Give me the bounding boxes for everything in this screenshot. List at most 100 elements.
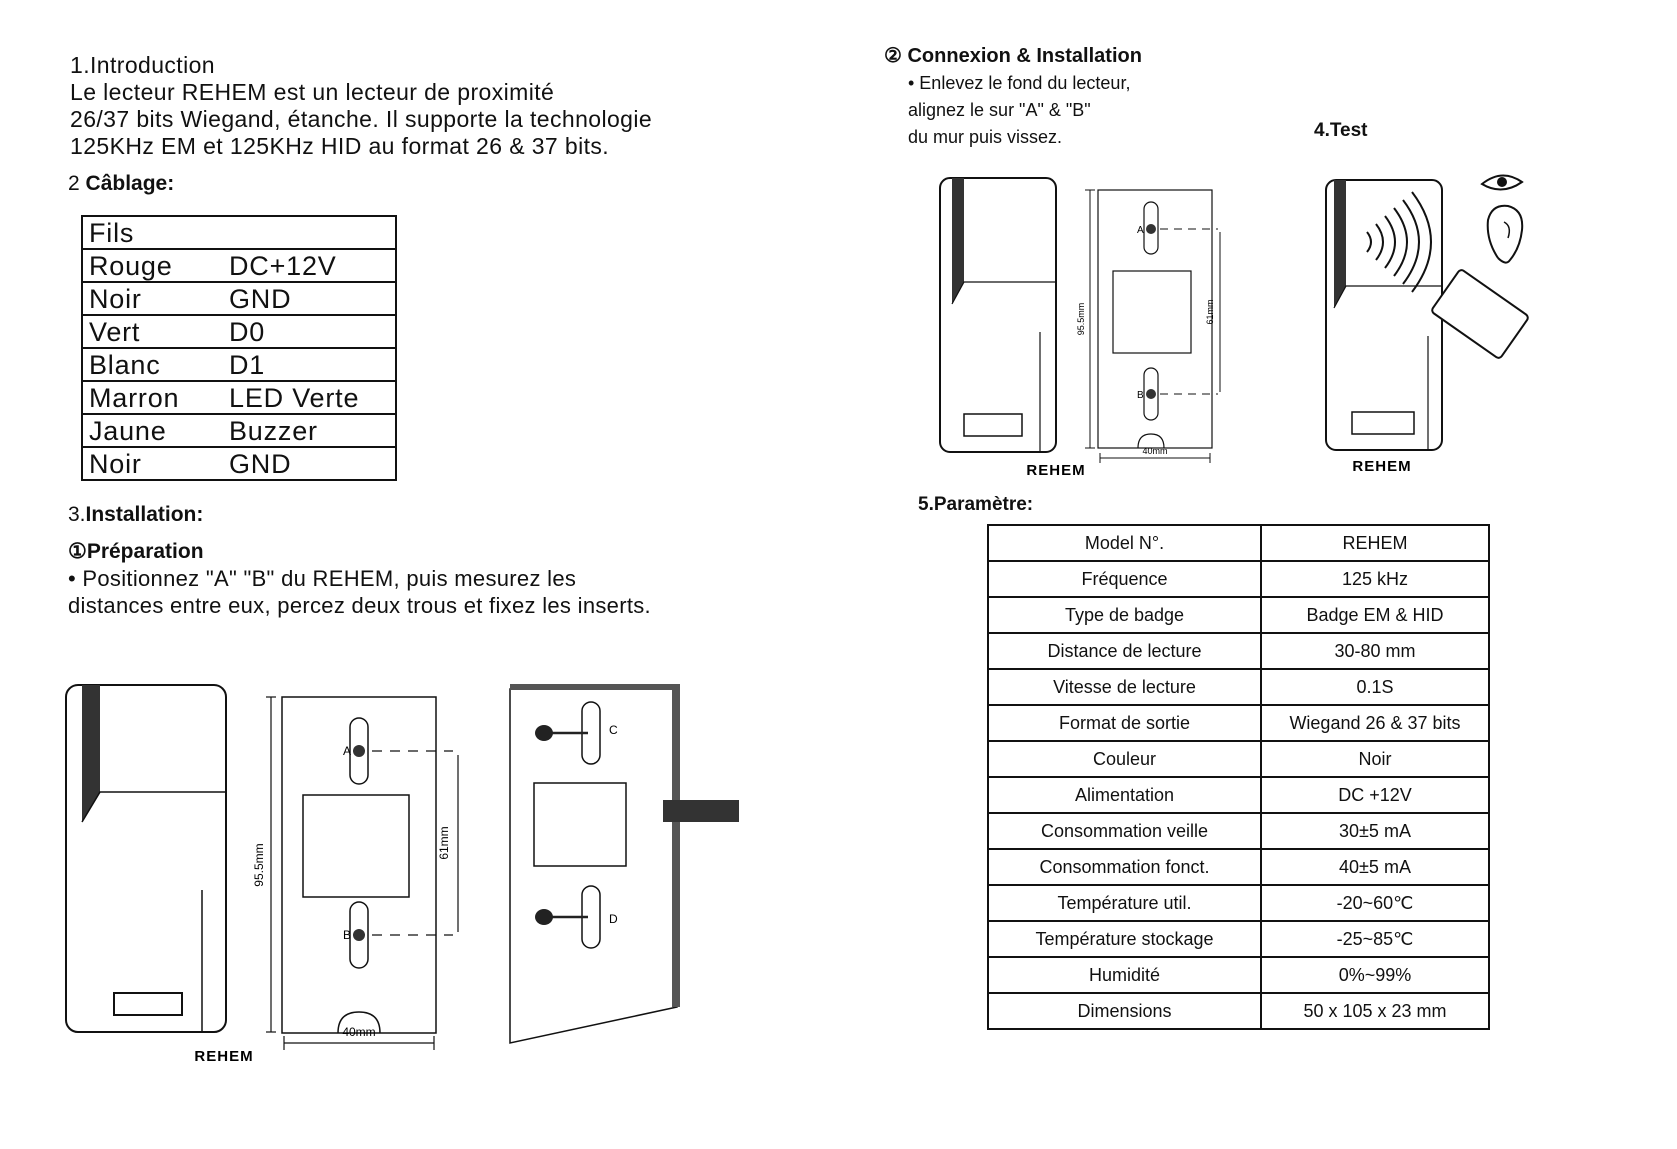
reader-test-illustration [1325,179,1443,451]
wire-signal: DC+12V [223,249,396,283]
wire-color: Marron [82,381,223,415]
param-value: -25~85℃ [1260,920,1490,958]
table-row: Fils [82,216,396,250]
height-dimension-label: 95.5mm [1076,303,1086,336]
param-value: Badge EM & HID [1260,596,1490,634]
param-key: Model N°. [987,524,1262,562]
param-value: DC +12V [1260,776,1490,814]
preparation-line: distances entre eux, percez deux trous e… [68,593,651,618]
reader-brand-label: REHEM [1352,458,1411,475]
param-key: Humidité [987,956,1262,994]
param-key: Distance de lecture [987,632,1262,670]
point-b-label: B [1137,390,1144,401]
wall-plate-illustration [509,684,739,1044]
mounting-plate-illustration [266,696,459,1050]
wire-color: Jaune [82,414,223,448]
connexion-text: • Enlevez le fond du lecteur, alignez le… [908,70,1130,151]
wiring-heading: 2 Câblage: [68,172,174,196]
wire-signal: D1 [223,348,396,382]
param-value: Noir [1260,740,1490,778]
spacing-dimension-label: 61mm [1205,299,1215,324]
param-key: Alimentation [987,776,1262,814]
table-row: Température stockage-25~85℃ [987,920,1490,958]
preparation-line: • Positionnez "A" "B" du REHEM, puis mes… [68,566,577,591]
param-value: -20~60℃ [1260,884,1490,922]
param-value: 30±5 mA [1260,812,1490,850]
wire-color: Rouge [82,249,223,283]
reader-brand-label: REHEM [1026,462,1085,479]
preparation-text: • Positionnez "A" "B" du REHEM, puis mes… [68,565,651,619]
param-value: 0.1S [1260,668,1490,706]
connexion-heading: ② Connexion & Installation [884,45,1142,67]
param-key: Format de sortie [987,704,1262,742]
param-value: Wiegand 26 & 37 bits [1260,704,1490,742]
wire-color: Vert [82,315,223,349]
point-b-label: B [343,928,351,942]
intro-line: 125KHz EM et 125KHz HID au format 26 & 3… [70,133,610,159]
test-heading: 4.Test [1314,120,1368,141]
wire-color: Noir [82,447,223,481]
installation-heading: 3.Installation: [68,503,203,527]
wiring-heading-number: 2 [68,172,80,195]
parameters-heading-title: 5.Paramètre: [918,494,1034,515]
param-key: Couleur [987,740,1262,778]
wire-color: Blanc [82,348,223,382]
spacing-dimension-label: 61mm [437,826,451,859]
connexion-line: du mur puis vissez. [908,127,1063,147]
wire-signal: D0 [223,315,396,349]
param-key: Fréquence [987,560,1262,598]
table-row: Température util.-20~60℃ [987,884,1490,922]
preparation-heading: ①Préparation [68,540,204,563]
param-key: Type de badge [987,596,1262,634]
param-value: 30-80 mm [1260,632,1490,670]
wire-signal: GND [223,282,396,316]
width-dimension-label: 40mm [1142,446,1167,456]
wire-signal: Buzzer [223,414,396,448]
table-row: Consommation fonct.40±5 mA [987,848,1490,886]
param-key: Consommation veille [987,812,1262,850]
point-d-label: D [609,912,618,926]
connexion-diagram: REHEM A B 95.5mm 61mm 40mm [939,177,1221,479]
param-value: 125 kHz [1260,560,1490,598]
point-c-label: C [609,723,618,737]
intro-line: 26/37 bits Wiegand, étanche. Il supporte… [70,106,653,132]
param-key: Vitesse de lecture [987,668,1262,706]
wiring-header-empty [223,216,396,250]
point-a-label: A [1137,225,1144,236]
intro-line: Le lecteur REHEM est un lecteur de proxi… [70,79,555,105]
rfid-card-icon [1431,269,1529,359]
reader-front-illustration [65,684,227,1033]
introduction-section: 1.Introduction Le lecteur REHEM est un l… [70,52,652,160]
param-key: Consommation fonct. [987,848,1262,886]
reader-brand-label: REHEM [194,1048,253,1065]
reader-front-small-illustration [939,177,1057,453]
parameters-heading: 5.Paramètre: [918,494,1033,516]
intro-title: 1.Introduction [70,52,215,78]
wire-color: Noir [82,282,223,316]
connexion-line: • Enlevez le fond du lecteur, [908,73,1131,93]
param-value: REHEM [1260,524,1490,562]
wiring-heading-title: Câblage: [85,172,175,195]
param-value: 50 x 105 x 23 mm [1260,992,1490,1030]
param-value: 0%~99% [1260,956,1490,994]
wire-signal: GND [223,447,396,481]
preparation-diagram: REHEM A B 95.5mm 61mm 40mm C D [65,684,739,1065]
installation-heading-number: 3. [68,503,86,526]
param-value: 40±5 mA [1260,848,1490,886]
